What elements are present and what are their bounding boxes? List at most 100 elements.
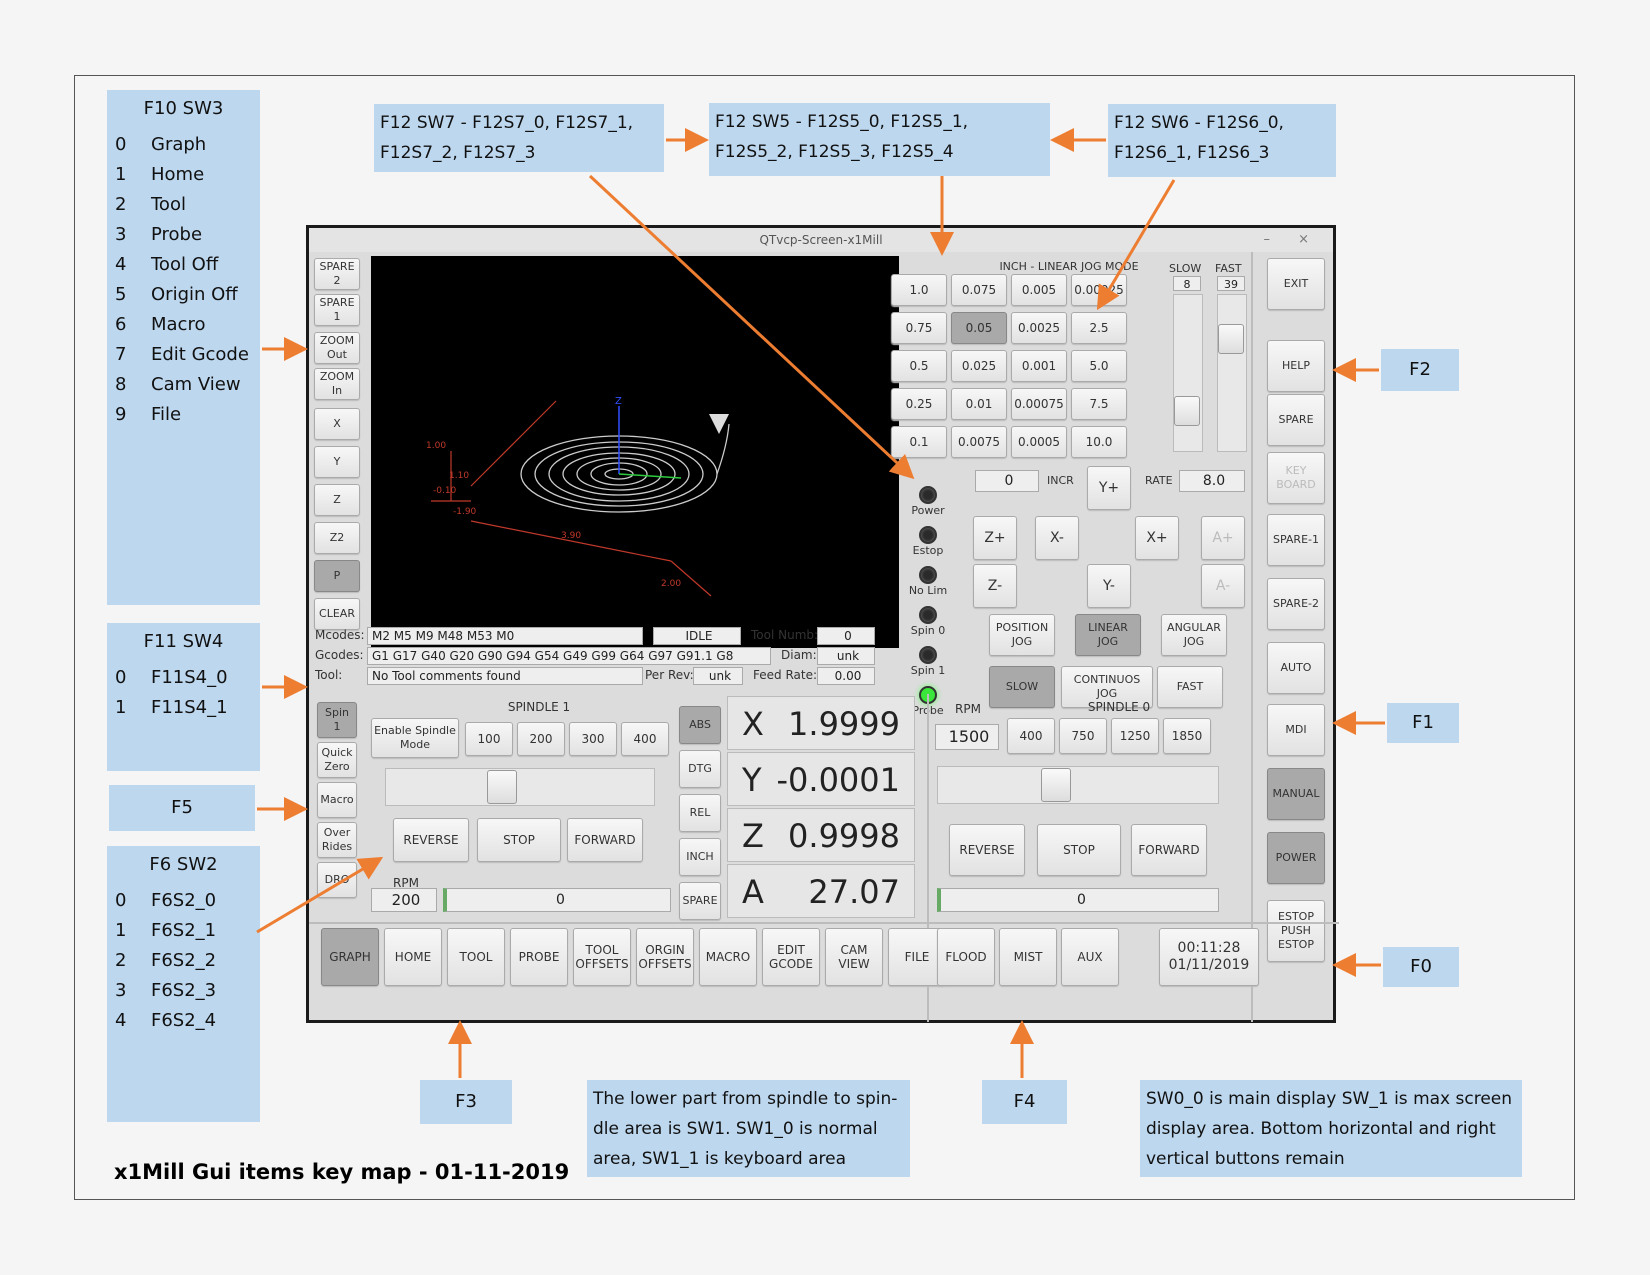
- left-btn-clear[interactable]: CLEAR: [314, 598, 360, 630]
- dro-btn-inch[interactable]: INCH: [679, 838, 721, 876]
- left-btn-z[interactable]: Z: [314, 484, 360, 516]
- right-btn-key-board[interactable]: KEY BOARD: [1267, 452, 1325, 504]
- bottom-tab-tool[interactable]: TOOL: [447, 928, 505, 986]
- increment-btn[interactable]: 7.5: [1071, 388, 1127, 420]
- jog-ap-button[interactable]: A+: [1201, 516, 1245, 560]
- bottom-btn-flood[interactable]: FLOOD: [937, 928, 995, 986]
- spindle0-speed-1250[interactable]: 1250: [1111, 718, 1159, 754]
- dro-btn-abs[interactable]: ABS: [679, 706, 721, 744]
- spindle1-speed-400[interactable]: 400: [621, 722, 669, 756]
- increment-btn[interactable]: 0.01: [951, 388, 1007, 420]
- bottom-tab-orgin-offsets[interactable]: ORGIN OFFSETS: [636, 928, 694, 986]
- graphics-view[interactable]: Z 1.00 3.90 2.00 -1.90 -0.10 1.10: [371, 256, 899, 648]
- left-btn-x[interactable]: X: [314, 408, 360, 440]
- spindle1-speed-300[interactable]: 300: [569, 722, 617, 756]
- dro-btn-spare[interactable]: SPARE: [679, 882, 721, 920]
- left-btn-spare-2[interactable]: SPARE 2: [314, 258, 360, 290]
- increment-btn[interactable]: 0.001: [1011, 350, 1067, 382]
- left-btn-p[interactable]: P: [314, 560, 360, 592]
- jog-am-button[interactable]: A-: [1201, 564, 1245, 608]
- spindle0-stop-button[interactable]: STOP: [1037, 824, 1121, 876]
- dro-btn-rel[interactable]: REL: [679, 794, 721, 832]
- bottom-tab-cam-view[interactable]: CAM VIEW: [825, 928, 883, 986]
- side-tab-over-rides[interactable]: Over Rides: [317, 822, 357, 858]
- slow-slider-knob[interactable]: [1174, 396, 1200, 426]
- jog-mode-angular-jog[interactable]: ANGULAR JOG: [1161, 614, 1227, 656]
- bottom-btn-mist[interactable]: MIST: [999, 928, 1057, 986]
- increment-btn[interactable]: 0.0075: [951, 426, 1007, 458]
- left-btn-z2[interactable]: Z2: [314, 522, 360, 554]
- side-tab-quick-zero[interactable]: Quick Zero: [317, 742, 357, 778]
- right-btn-mdi[interactable]: MDI: [1267, 704, 1325, 756]
- spindle0-slider-knob[interactable]: [1041, 768, 1071, 802]
- spindle1-speed-100[interactable]: 100: [465, 722, 513, 756]
- bottom-tab-tool-offsets[interactable]: TOOL OFFSETS: [573, 928, 631, 986]
- spindle1-reverse-button[interactable]: REVERSE: [393, 818, 469, 862]
- spindle1-enable-button[interactable]: Enable Spindle Mode: [371, 718, 459, 758]
- right-btn-exit[interactable]: EXIT: [1267, 258, 1325, 310]
- spindle1-slider[interactable]: [385, 768, 655, 806]
- increment-btn[interactable]: 0.75: [891, 312, 947, 344]
- jog-ym-button[interactable]: Y-: [1087, 564, 1131, 608]
- increment-btn[interactable]: 2.5: [1071, 312, 1127, 344]
- jog-yp-button[interactable]: Y+: [1087, 466, 1131, 510]
- window-controls[interactable]: – ×: [1263, 232, 1321, 247]
- spindle0-forward-button[interactable]: FORWARD: [1131, 824, 1207, 876]
- side-tab-dro[interactable]: DRO: [317, 862, 357, 898]
- left-btn-zoom-in[interactable]: ZOOM In: [314, 368, 360, 400]
- increment-btn[interactable]: 0.075: [951, 274, 1007, 306]
- right-btn-help[interactable]: HELP: [1267, 340, 1325, 392]
- spindle1-speed-200[interactable]: 200: [517, 722, 565, 756]
- bottom-tab-probe[interactable]: PROBE: [510, 928, 568, 986]
- increment-btn[interactable]: 1.0: [891, 274, 947, 306]
- jog-zp-button[interactable]: Z+: [973, 516, 1017, 560]
- dro-btn-dtg[interactable]: DTG: [679, 750, 721, 788]
- side-tab-macro[interactable]: Macro: [317, 782, 357, 818]
- spindle0-speed-1850[interactable]: 1850: [1163, 718, 1211, 754]
- increment-btn[interactable]: 0.1: [891, 426, 947, 458]
- increment-btn[interactable]: 0.25: [891, 388, 947, 420]
- jog-speed-fast[interactable]: FAST: [1157, 666, 1223, 708]
- increment-btn[interactable]: 0.005: [1011, 274, 1067, 306]
- bottom-tab-graph[interactable]: GRAPH: [321, 928, 379, 986]
- right-btn-auto[interactable]: AUTO: [1267, 642, 1325, 694]
- jog-mode-position-jog[interactable]: POSITION JOG: [989, 614, 1055, 656]
- left-btn-zoom-out[interactable]: ZOOM Out: [314, 332, 360, 364]
- jog-speed-continuos-jog[interactable]: CONTINUOS JOG: [1061, 666, 1153, 708]
- spindle1-stop-button[interactable]: STOP: [477, 818, 561, 862]
- spindle0-slider[interactable]: [937, 766, 1219, 804]
- right-btn-estop-push-estop[interactable]: ESTOP PUSH ESTOP: [1267, 900, 1325, 962]
- bottom-tab-home[interactable]: HOME: [384, 928, 442, 986]
- increment-btn[interactable]: 0.025: [951, 350, 1007, 382]
- bottom-tab-macro[interactable]: MACRO: [699, 928, 757, 986]
- jog-xp-button[interactable]: X+: [1135, 516, 1179, 560]
- increment-btn[interactable]: 10.0: [1071, 426, 1127, 458]
- right-btn-manual[interactable]: MANUAL: [1267, 768, 1325, 820]
- spindle0-speed-750[interactable]: 750: [1059, 718, 1107, 754]
- right-btn-spare-2[interactable]: SPARE-2: [1267, 578, 1325, 630]
- spindle0-reverse-button[interactable]: REVERSE: [949, 824, 1025, 876]
- side-tab-spin-1[interactable]: Spin 1: [317, 702, 357, 738]
- increment-btn[interactable]: 0.0025: [1011, 312, 1067, 344]
- fast-rate-slider[interactable]: [1217, 294, 1247, 452]
- fast-slider-knob[interactable]: [1218, 324, 1244, 354]
- right-btn-spare[interactable]: SPARE: [1267, 394, 1325, 446]
- jog-xm-button[interactable]: X-: [1035, 516, 1079, 560]
- bottom-tab-file[interactable]: FILE: [888, 928, 946, 986]
- jog-zm-button[interactable]: Z-: [973, 564, 1017, 608]
- slow-rate-slider[interactable]: [1173, 294, 1203, 452]
- increment-btn[interactable]: 5.0: [1071, 350, 1127, 382]
- left-btn-spare-1[interactable]: SPARE 1: [314, 294, 360, 326]
- increment-btn[interactable]: 0.5: [891, 350, 947, 382]
- right-btn-power[interactable]: POWER: [1267, 832, 1325, 884]
- bottom-tab-edit-gcode[interactable]: EDIT GCODE: [762, 928, 820, 986]
- increment-btn[interactable]: 0.00025: [1071, 274, 1127, 306]
- spindle1-slider-knob[interactable]: [487, 770, 517, 804]
- increment-btn[interactable]: 0.05: [951, 312, 1007, 344]
- spindle1-forward-button[interactable]: FORWARD: [567, 818, 643, 862]
- left-btn-y[interactable]: Y: [314, 446, 360, 478]
- increment-btn[interactable]: 0.00075: [1011, 388, 1067, 420]
- bottom-btn-aux[interactable]: AUX: [1061, 928, 1119, 986]
- jog-mode-linear-jog[interactable]: LINEAR JOG: [1075, 614, 1141, 656]
- increment-btn[interactable]: 0.0005: [1011, 426, 1067, 458]
